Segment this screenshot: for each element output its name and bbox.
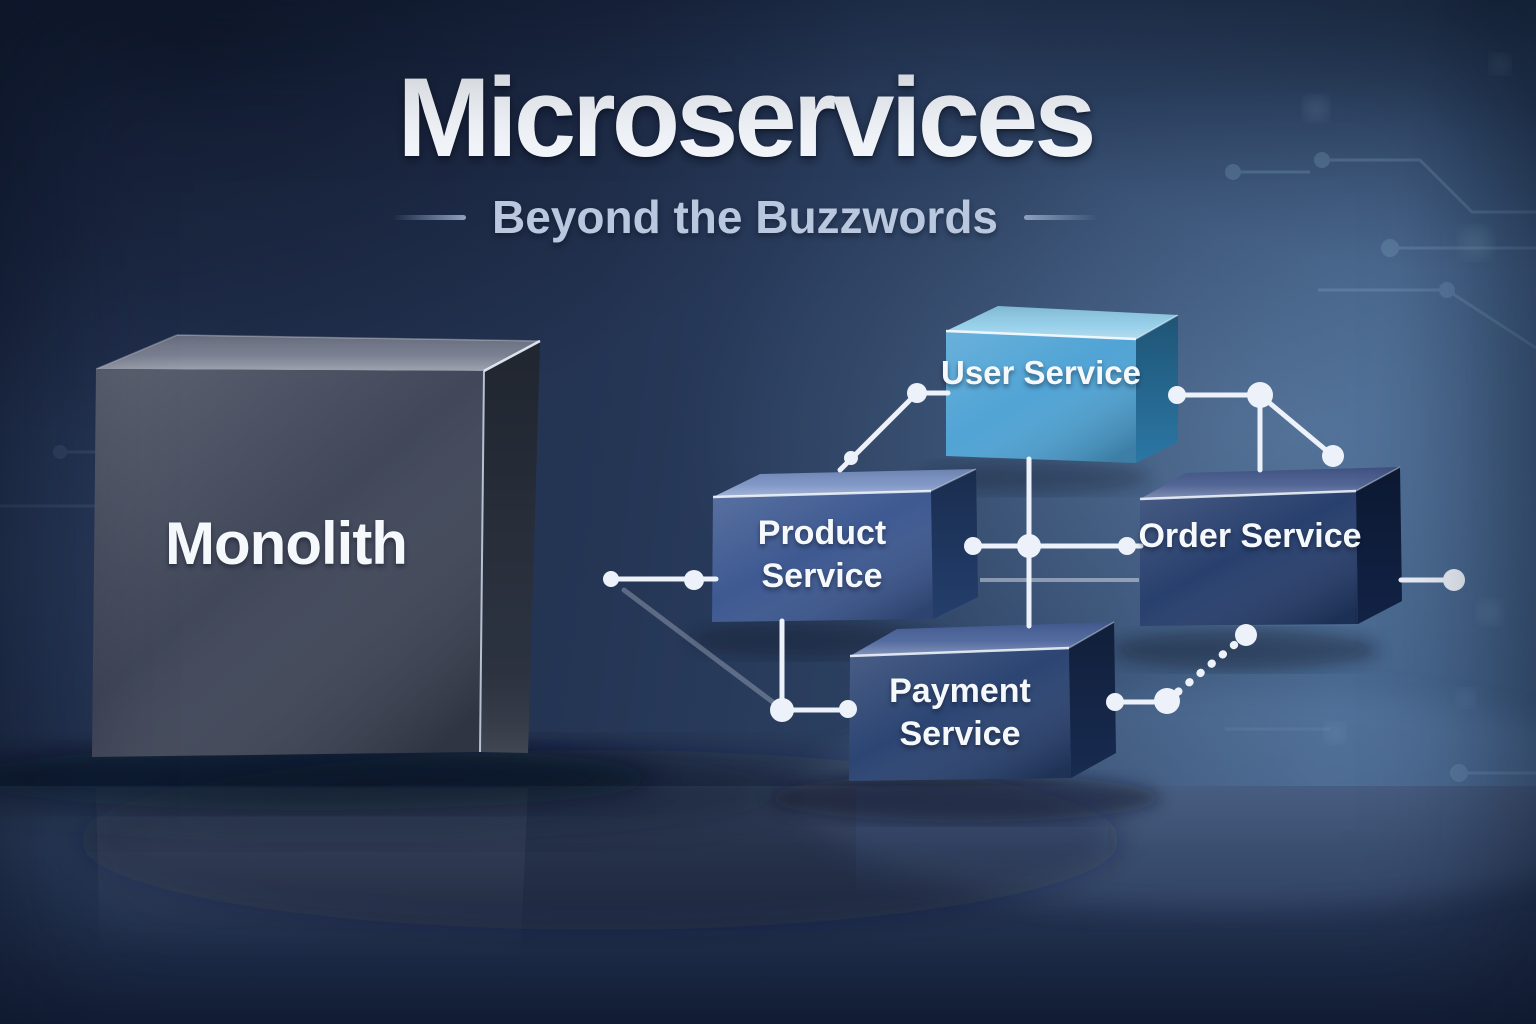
connector-dots xyxy=(603,382,1465,722)
subtitle-dash-right xyxy=(1024,214,1099,220)
order-service-label: Order Service xyxy=(1138,517,1362,555)
user-service-label: User Service xyxy=(941,354,1141,391)
connector-payment-to-order-dotted xyxy=(1163,631,1250,705)
monolith-cube xyxy=(92,334,541,757)
subtitle-dash-left xyxy=(391,214,466,220)
header: Microservices Beyond the Buzzwords xyxy=(0,62,1490,244)
connector-monolith-payment-faint xyxy=(621,587,781,709)
subtitle-row: Beyond the Buzzwords xyxy=(0,190,1490,244)
shadows xyxy=(0,462,1380,842)
connector-user-to-order-diag xyxy=(1257,392,1336,459)
user-service-box xyxy=(945,306,1179,463)
monolith-label: Monolith xyxy=(165,510,408,577)
page-title: Microservices xyxy=(397,55,1096,180)
payment-service-label: Payment Service xyxy=(889,672,1031,754)
product-service-label: Product Service xyxy=(757,514,887,596)
payment-service-box xyxy=(849,621,1116,781)
order-service-box xyxy=(1139,466,1402,626)
service-connectors xyxy=(603,382,1465,722)
product-service-box xyxy=(712,468,978,622)
connector-user-to-order xyxy=(1174,392,1263,473)
page-subtitle: Beyond the Buzzwords xyxy=(491,191,999,243)
